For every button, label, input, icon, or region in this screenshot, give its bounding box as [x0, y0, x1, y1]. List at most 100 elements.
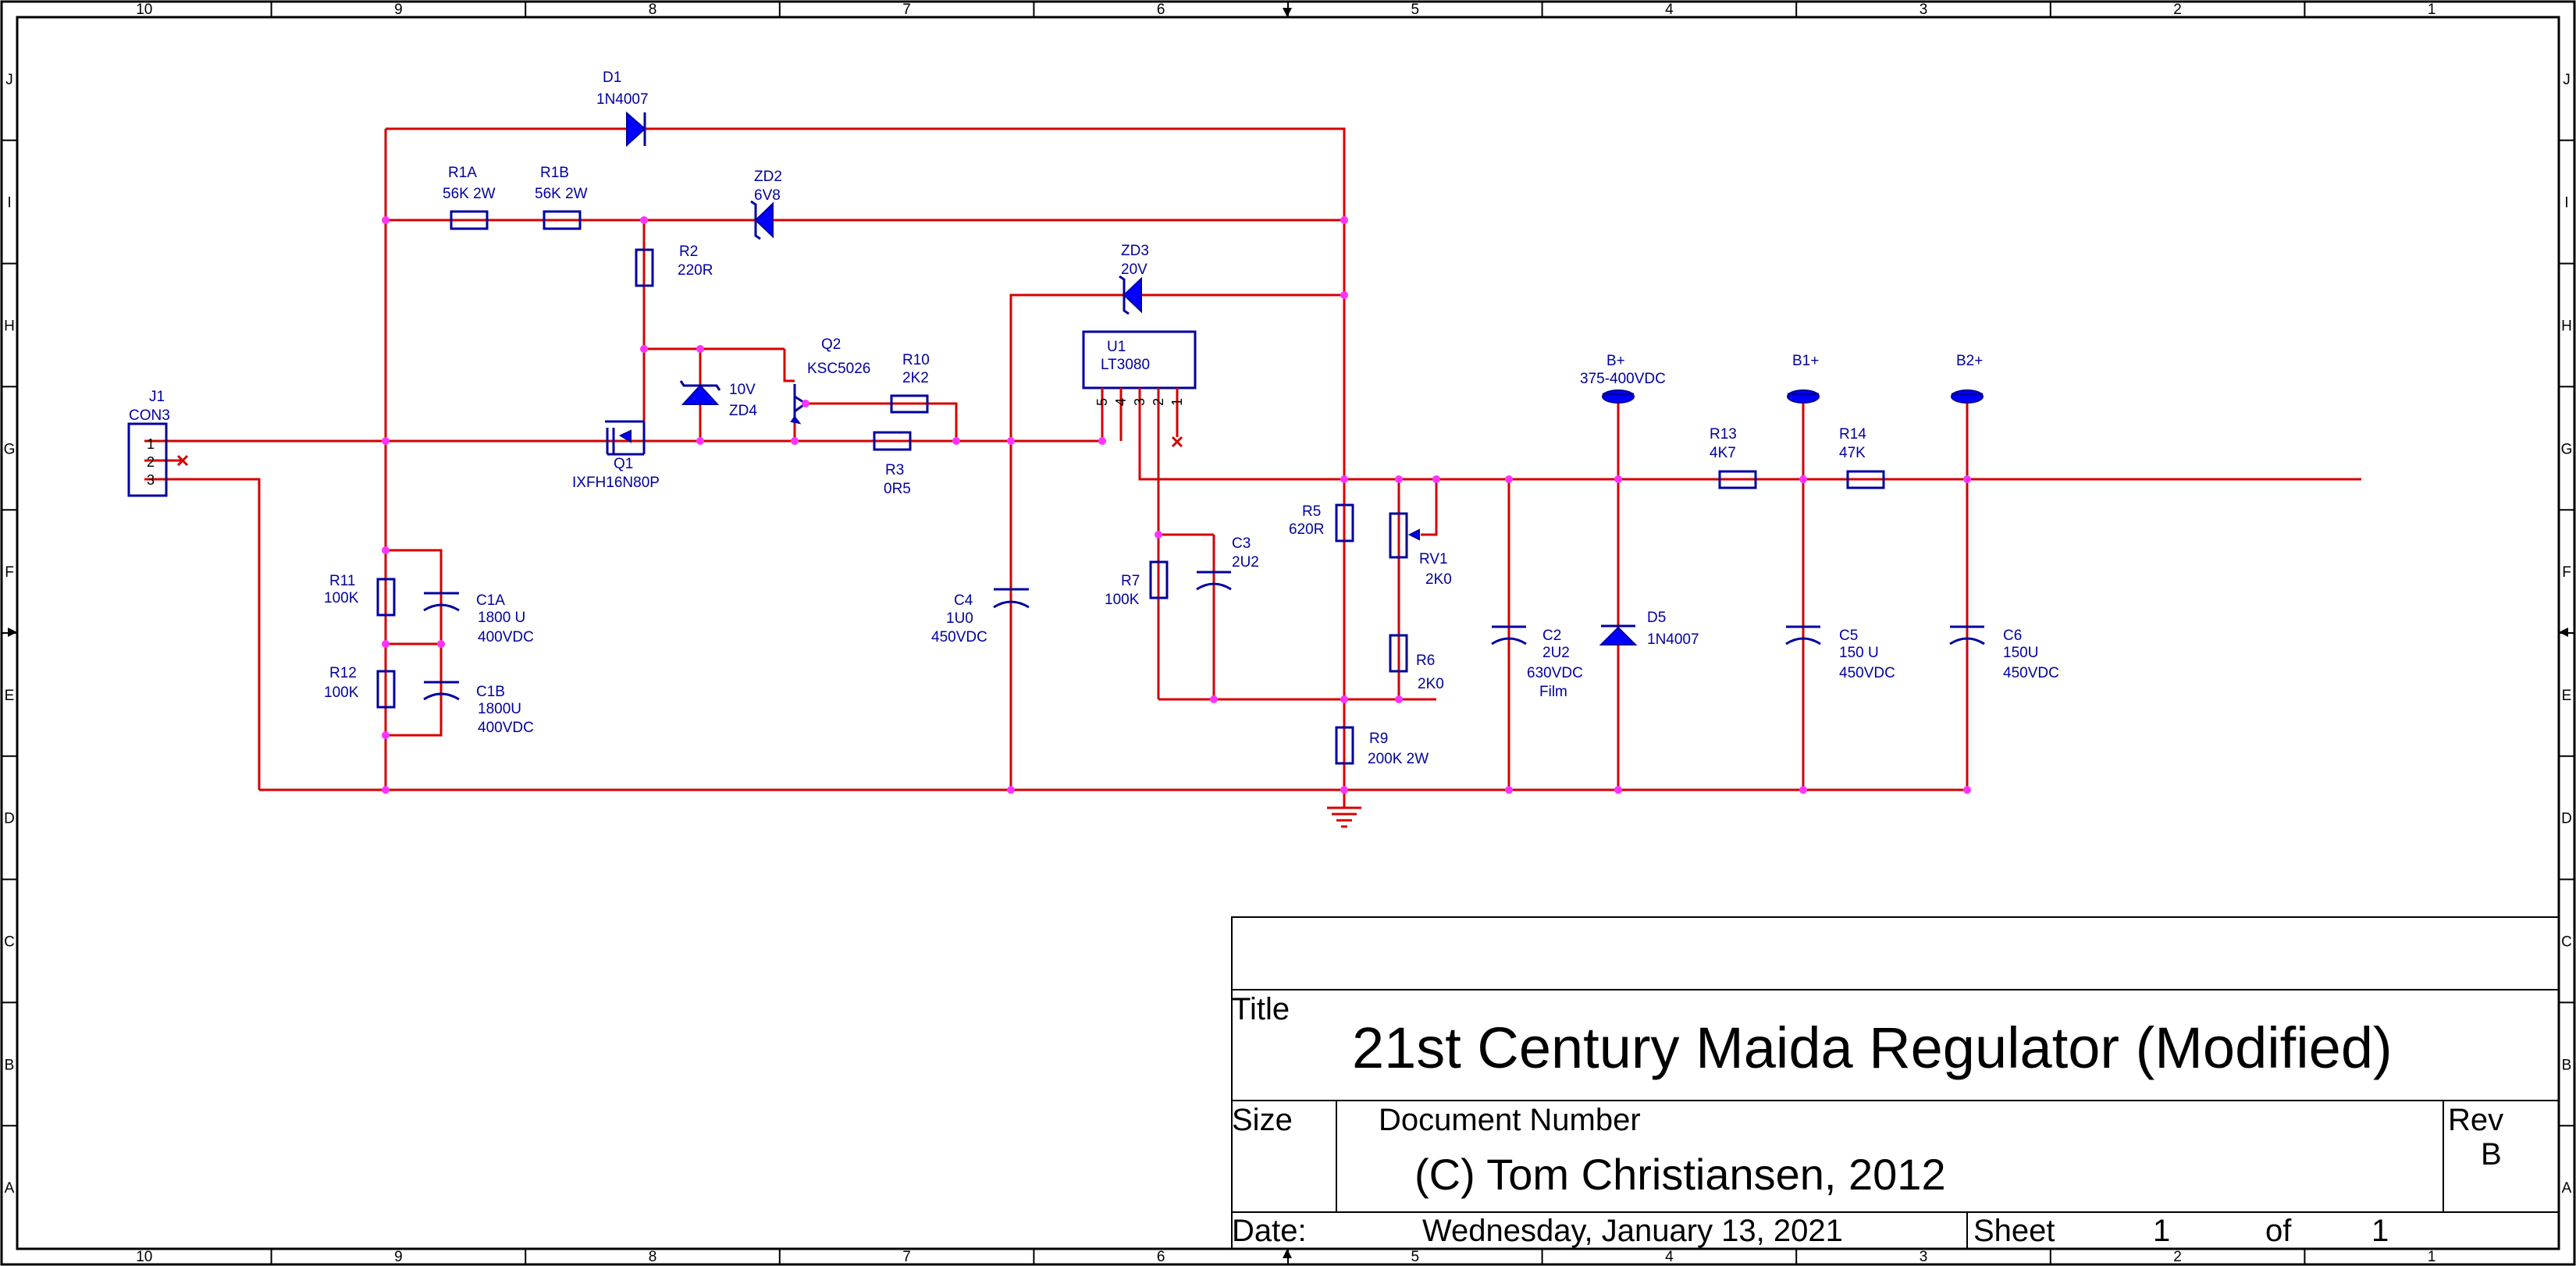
b2plus-ref: B2+: [1956, 353, 1983, 369]
column-label: 6: [1157, 2, 1165, 18]
c6-value: 150U: [2003, 645, 2038, 661]
c4-ref: C4: [954, 592, 973, 609]
r5-value: 620R: [1289, 521, 1324, 538]
q1-value: IXFH16N80P: [572, 475, 660, 491]
j1-value: CON3: [129, 407, 170, 424]
b1plus-ref: B1+: [1792, 353, 1819, 369]
row-label: B: [5, 1057, 15, 1073]
ic-u1: U1 LT3080 5 4 3 2 1: [1082, 330, 1197, 407]
c6-ref: C6: [2003, 628, 2022, 644]
column-label: 5: [1411, 1249, 1420, 1265]
r12-ref: R12: [329, 665, 357, 681]
c1b-value: 1800U: [478, 701, 521, 717]
row-label: H: [2561, 318, 2572, 335]
c3-value: 2U2: [1232, 554, 1259, 571]
rev-value: B: [2481, 1137, 2502, 1172]
row-label: F: [5, 564, 14, 581]
connector-j1: J1 CON3 1 2 3: [127, 389, 170, 497]
terminal-bplus: B+ 375-400VDC: [1580, 353, 1666, 404]
diode-d1: D1 1N4007: [596, 69, 649, 148]
column-label: 10: [136, 2, 152, 18]
column-label: 8: [649, 1249, 657, 1265]
r5-ref: R5: [1302, 503, 1321, 520]
r3-value: 0R5: [884, 481, 911, 497]
d5-ref: D5: [1647, 610, 1666, 626]
column-label: 10: [136, 1249, 152, 1265]
r13-ref: R13: [1710, 426, 1737, 443]
d1-ref: D1: [603, 69, 621, 86]
of-label: of: [2265, 1214, 2292, 1248]
document-number: (C) Tom Christiansen, 2012: [1414, 1150, 1946, 1199]
resistor-r5: R5 620R: [1289, 503, 1354, 542]
resistor-r11: R11 100K: [324, 573, 396, 617]
c5-ref: C5: [1839, 628, 1858, 644]
q2-ref: Q2: [821, 336, 841, 353]
r10-value: 2K2: [902, 370, 929, 386]
row-label: E: [5, 688, 15, 704]
c4-rating: 450VDC: [931, 629, 987, 645]
zener-zd3: ZD3 20V: [1119, 243, 1149, 315]
r6-ref: R6: [1416, 653, 1435, 669]
row-label: A: [5, 1180, 15, 1197]
capacitor-c4: C4 1U0 450VDC: [931, 588, 1030, 645]
resistor-r6: R6 2K0: [1389, 634, 1444, 692]
zd3-value: 20V: [1121, 261, 1147, 278]
capacitor-c5: C5 150 U 450VDC: [1785, 625, 1895, 681]
terminal-b1plus: B1+: [1787, 353, 1820, 404]
column-label: 3: [1920, 1249, 1928, 1265]
capacitor-c1a: C1A 1800 U 400VDC: [423, 592, 534, 645]
r13-value: 4K7: [1710, 445, 1736, 461]
u1-pin-5: 5: [1094, 398, 1110, 406]
no-connect-marks: [176, 436, 1183, 467]
c5-rating: 450VDC: [1839, 665, 1895, 681]
resistor-r7: R7 100K: [1105, 560, 1169, 608]
row-label: D: [4, 811, 15, 827]
d5-value: 1N4007: [1647, 631, 1699, 648]
resistor-r1b: R1B 56K 2W: [535, 165, 588, 230]
r1a-value: 56K 2W: [443, 186, 496, 202]
mosfet-q1: Q1 IXFH16N80P: [572, 420, 660, 491]
c1a-value: 1800 U: [478, 610, 525, 626]
sheet-label: Sheet: [1973, 1214, 2055, 1248]
date-label: Date:: [1232, 1214, 1307, 1248]
c1b-ref: C1B: [476, 684, 505, 700]
resistor-r14: R14 47K: [1839, 426, 1885, 489]
column-label: 4: [1665, 2, 1674, 18]
column-label: 1: [2428, 1249, 2436, 1265]
resistor-r3: R3 0R5: [873, 431, 912, 497]
column-label: 9: [394, 2, 403, 18]
zd4-ref: ZD4: [729, 403, 757, 419]
q1-ref: Q1: [614, 456, 633, 472]
row-label: J: [5, 72, 13, 88]
row-label: E: [2562, 688, 2572, 704]
row-label: D: [2561, 811, 2572, 827]
title-block: Title 21st Century Maida Regulator (Modi…: [1231, 916, 2560, 1250]
row-label: I: [2564, 195, 2568, 212]
zd2-ref: ZD2: [754, 169, 782, 185]
r1b-ref: R1B: [540, 165, 569, 181]
column-label: 7: [902, 1249, 911, 1265]
c2-ref: C2: [1542, 628, 1561, 644]
r2-ref: R2: [679, 244, 698, 260]
column-label: 2: [2173, 2, 2182, 18]
resistor-r10: R10 2K2: [890, 352, 930, 414]
r9-value: 200K 2W: [1368, 751, 1429, 767]
zener-zd2: ZD2 6V8: [750, 169, 782, 240]
r7-value: 100K: [1105, 592, 1140, 608]
r10-ref: R10: [902, 352, 930, 368]
diode-d5: D5 1N4007: [1599, 610, 1699, 648]
document-number-label: Document Number: [1379, 1103, 1641, 1137]
junction-dots: [382, 216, 1971, 794]
c5-value: 150 U: [1839, 645, 1879, 661]
r14-value: 47K: [1839, 445, 1866, 461]
capacitor-c6: C6 150U 450VDC: [1949, 625, 2059, 681]
zd4-value: 10V: [729, 382, 756, 398]
row-label: I: [7, 195, 11, 212]
r7-ref: R7: [1121, 573, 1140, 589]
date-value: Wednesday, January 13, 2021: [1422, 1214, 1843, 1248]
zener-zd4: 10V ZD4: [679, 380, 757, 419]
q2-value: KSC5026: [807, 361, 870, 377]
